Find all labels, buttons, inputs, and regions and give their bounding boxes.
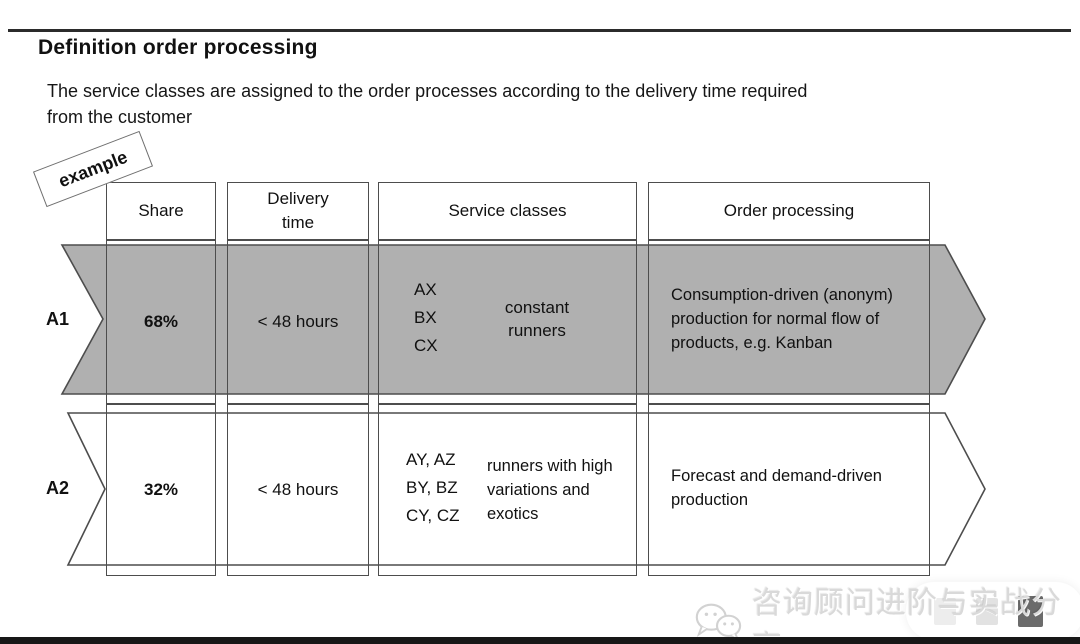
cell-a2-share [106,404,216,576]
a1-service-codes: AX BX CX [414,276,474,360]
header-cell-share [106,182,216,240]
overlay-toolbar [906,582,1080,640]
cell-a1-share [106,240,216,404]
a1-delivery-value: < 48 hours [257,312,339,331]
a1-arrow-shape [60,244,986,395]
cell-a2-delivery [227,404,369,576]
a1-code-3: CX [414,336,438,355]
a2-service-desc: runners with high variations and exotics [487,457,613,523]
a2-arrow-shape [66,412,986,566]
row-label-a1: A1 [46,309,70,329]
header-label-delivery-time: Delivery time [227,182,369,240]
header-cell-delivery-time [227,182,369,240]
watermark: 咨询顾问进阶与实战分享 [692,578,1080,644]
header-label-delivery-time-text: Delivery time [267,189,329,232]
page-title: Definition order processing [38,36,318,59]
a2-delivery-value: < 48 hours [257,480,339,499]
a2-code-2: BY, BZ [406,478,458,497]
toolbar-button-3[interactable] [1018,595,1043,627]
a2-order-desc: Forecast and demand-driven production [671,467,882,509]
a2-code-3: CY, CZ [406,506,460,525]
cell-a1-service [378,240,637,404]
a1-code-2: BX [414,308,437,327]
watermark-text: 咨询顾问进阶与实战分享 [751,587,1062,644]
a1-share-value: 68% [143,312,179,331]
a2-code-1: AY, AZ [406,450,456,469]
header-cell-order-processing [648,182,930,240]
page-subtitle: The service classes are assigned to the … [47,78,807,130]
a1-code-1: AX [414,280,437,299]
bottom-bar [0,637,1080,644]
header-label-order-processing: Order processing [723,201,855,220]
top-rule-divider [8,29,1071,32]
toolbar-button-2[interactable] [976,597,998,625]
cell-a2-order [648,404,930,576]
cell-a2-service [378,404,637,576]
a2-share-value: 32% [143,480,179,499]
a1-service-desc: constant runners [504,298,570,340]
header-label-service-classes: Service classes [448,201,567,220]
header-cell-service-classes [378,182,637,240]
subtitle-line-1: The service classes are assigned to the … [47,81,808,101]
toolbar-button-1[interactable] [934,597,956,625]
cell-a1-delivery [227,240,369,404]
wechat-icon [695,603,742,643]
subtitle-line-2: from the customer [47,107,193,127]
header-label-share: Share [138,201,184,220]
a2-service-codes: AY, AZ BY, BZ CY, CZ [406,446,476,530]
row-label-a2: A2 [46,478,70,498]
cell-a1-order [648,240,930,404]
a1-order-desc: Consumption-driven (anonym) production f… [671,286,893,352]
